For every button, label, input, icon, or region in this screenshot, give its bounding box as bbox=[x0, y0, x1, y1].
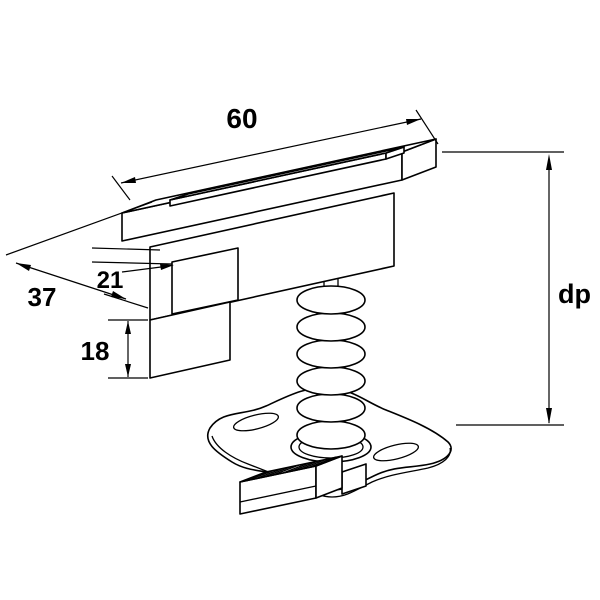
dimension-dp: dp bbox=[442, 151, 591, 426]
dim60-arrow-right bbox=[406, 119, 421, 125]
dim37-ext-upper bbox=[5, 201, 153, 256]
base-plate-slot-left bbox=[232, 412, 280, 432]
dim60-label: 60 bbox=[226, 103, 257, 134]
dim37-label: 37 bbox=[28, 282, 57, 312]
clamp-left-leg bbox=[149, 301, 231, 379]
dim21-arrow bbox=[160, 264, 174, 270]
dim37-ext-lower bbox=[103, 293, 149, 309]
ridge-top-face bbox=[169, 146, 405, 201]
channel-window bbox=[171, 247, 239, 315]
base-plate-slot-right bbox=[372, 442, 420, 462]
dim37-arrow-right bbox=[111, 291, 126, 299]
dim60-ext-right bbox=[415, 109, 439, 145]
clamp-body bbox=[121, 138, 437, 379]
dimdp-arrow-top bbox=[546, 154, 552, 170]
dim60-ext-left bbox=[111, 175, 131, 201]
spring-coil-4 bbox=[296, 366, 366, 396]
nut-serrations bbox=[245, 456, 337, 482]
dim37-arrow-left bbox=[16, 263, 31, 271]
spring-coil-1 bbox=[296, 285, 366, 315]
spring-coil-6 bbox=[296, 420, 366, 450]
channel-nut bbox=[239, 455, 367, 515]
nut-split-line bbox=[239, 485, 317, 503]
base-plate-thickness-edge bbox=[211, 435, 451, 498]
spring-coil-5 bbox=[296, 393, 366, 423]
dim37-line bbox=[15, 262, 127, 300]
dim21-label: 21 bbox=[97, 267, 124, 294]
dim18-label: 18 bbox=[81, 336, 110, 366]
dim18-arrow-bottom bbox=[125, 364, 131, 377]
dimension-60: 60 bbox=[111, 103, 439, 201]
spring bbox=[296, 285, 366, 450]
dimension-18: 18 bbox=[81, 319, 148, 379]
spring-coil-3 bbox=[296, 339, 366, 369]
dim60-arrow-left bbox=[121, 177, 136, 183]
dim21-leader bbox=[121, 266, 162, 273]
dimdp-arrow-bottom bbox=[546, 408, 552, 424]
dimension-37: 37 bbox=[5, 201, 153, 312]
dim18-arrow-top bbox=[125, 321, 131, 334]
dim21-ext-a bbox=[91, 261, 173, 265]
dimension-21: 21 bbox=[91, 247, 174, 294]
dimdp-label: dp bbox=[558, 279, 591, 309]
dim21-ext-b bbox=[91, 247, 161, 251]
spring-coil-2 bbox=[296, 312, 366, 342]
dim60-line bbox=[120, 118, 422, 184]
